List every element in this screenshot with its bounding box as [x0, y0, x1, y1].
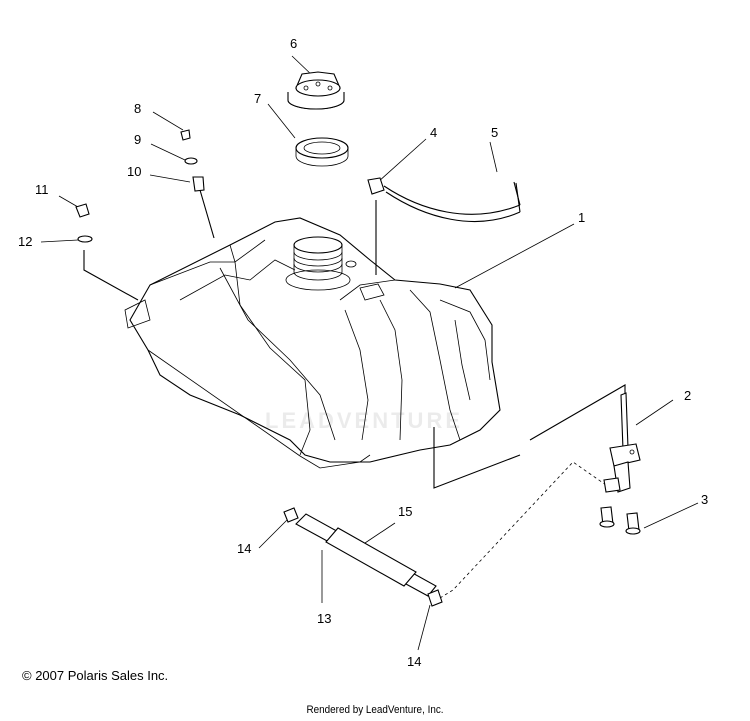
part-13-15-hose: [283, 507, 443, 607]
callout-15: 15: [398, 504, 413, 519]
part-6-cap: [287, 71, 345, 110]
callout-4: 4: [430, 125, 438, 140]
callout-1: 1: [578, 210, 586, 225]
rendered-by-text: Rendered by LeadVenture, Inc.: [306, 704, 444, 716]
callout-2: 2: [684, 388, 692, 403]
callout-8: 8: [134, 101, 142, 116]
part-4-5-vent: [367, 177, 521, 222]
callout-11: 11: [35, 182, 49, 197]
small-hardware: [75, 129, 205, 243]
part-7-gasket: [295, 137, 349, 167]
callout-14-left: 14: [237, 541, 252, 556]
callout-6: 6: [290, 36, 298, 51]
callout-13: 13: [317, 611, 332, 626]
part-3-screws: [599, 506, 641, 535]
watermark: LEADVENTURE: [265, 408, 464, 433]
callout-9: 9: [134, 132, 142, 147]
callout-7: 7: [254, 91, 262, 106]
copyright-text: © 2007 Polaris Sales Inc.: [22, 668, 169, 683]
callout-12: 12: [18, 234, 33, 249]
leader-lines: [40, 55, 699, 651]
callout-14-bottom: 14: [407, 654, 422, 669]
part-2-fuel-valve: [603, 392, 641, 493]
part-1-fuel-tank: [124, 217, 501, 469]
callout-10: 10: [127, 164, 142, 179]
callout-5: 5: [491, 125, 499, 140]
callout-3: 3: [701, 492, 709, 507]
